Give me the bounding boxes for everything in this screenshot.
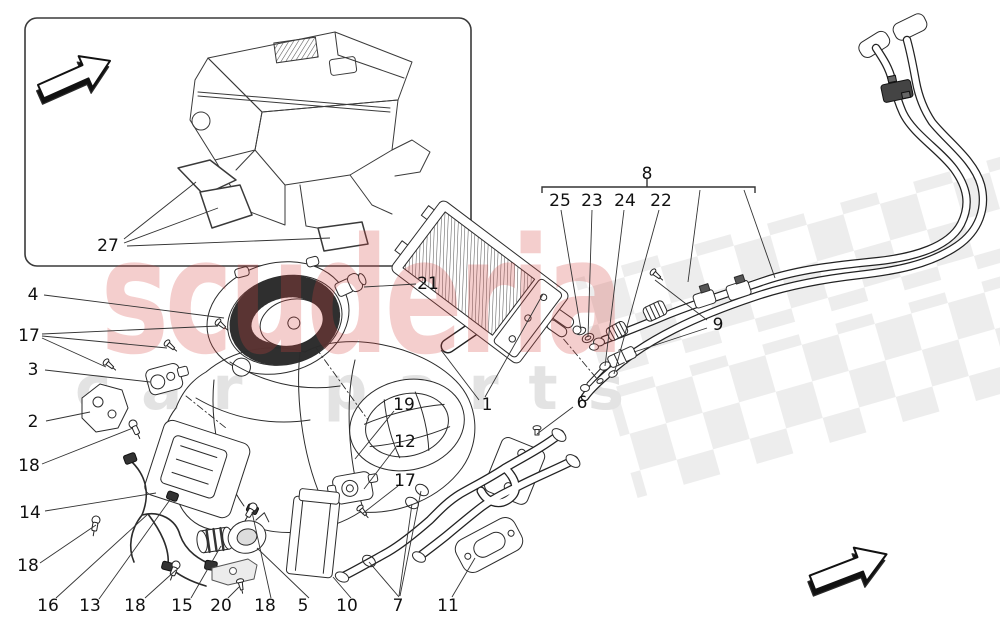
hose-clamp-drawing [362, 483, 429, 568]
leader-line [654, 279, 708, 321]
leader-line [363, 446, 397, 490]
leader-line [251, 511, 272, 599]
vent-cover-drawing [317, 221, 369, 252]
leader-line [361, 485, 399, 515]
leader-line [126, 237, 331, 247]
blower-motor-drawing [206, 255, 350, 377]
vent-ring-drawing [227, 512, 270, 554]
servo-actuator-drawing [145, 362, 189, 396]
servo-actuator-drawing [326, 471, 379, 505]
leader-line [687, 189, 701, 283]
bracket-8 [541, 179, 756, 193]
leader-line [41, 335, 168, 349]
leader-line [399, 490, 422, 597]
leader-line [398, 503, 413, 597]
heater-hoses-drawing [334, 425, 581, 583]
mounting-bracket-drawing [81, 383, 129, 433]
vent-cover-drawing [199, 184, 253, 229]
leader-line [41, 337, 107, 368]
leader-line [44, 492, 157, 512]
inset-border [24, 17, 472, 267]
evaporator-cover-drawing [144, 419, 251, 519]
leader-line [484, 293, 544, 398]
leader-line [368, 561, 400, 598]
insulation-block-drawing [285, 488, 341, 579]
leader-line [41, 325, 219, 335]
blower-resistor-drawing [334, 273, 367, 297]
leader-line [354, 410, 395, 460]
hvac-unit-overview-drawing [177, 31, 431, 252]
watermark-brand-text: scuderia [101, 204, 620, 390]
leader-line [144, 569, 177, 599]
leader-line [451, 557, 476, 598]
leader-line [45, 411, 91, 422]
leader-line [256, 547, 310, 599]
inset-overview-panel [24, 17, 472, 267]
leader-line [536, 406, 574, 435]
pipe-end-fitting-drawing [580, 337, 637, 392]
pipe-clamp-drawing [880, 74, 914, 103]
leader-line [41, 427, 134, 465]
leader-line [55, 513, 149, 599]
line-art [24, 13, 988, 607]
leader-line [440, 349, 480, 401]
leader-line [227, 586, 240, 599]
gasket-plate-drawing [454, 516, 524, 574]
leader-line [332, 576, 352, 599]
leader-line [123, 207, 219, 244]
inset-direction-arrow-icon [29, 44, 120, 115]
leader-line [363, 283, 417, 288]
ac-pipes-drawing [544, 13, 988, 402]
leader-line [743, 189, 776, 279]
leader-lines-layer [39, 179, 776, 600]
leader-line [39, 524, 97, 564]
leader-line [123, 181, 197, 240]
leader-line [587, 209, 593, 338]
heater-core-drawing [391, 200, 569, 364]
leader-line [98, 496, 173, 600]
direction-arrow-icon [801, 536, 896, 607]
pipe-connector-drawing [692, 274, 752, 309]
leader-line [44, 369, 151, 383]
leader-line [633, 327, 708, 353]
pipe-crimp-collar-drawing [605, 300, 668, 341]
support-bracket-drawing [211, 558, 258, 586]
leader-line [43, 294, 225, 319]
leader-line [190, 545, 222, 599]
vent-cover-drawing [177, 159, 237, 196]
leader-line [604, 209, 625, 367]
leader-line [613, 209, 660, 375]
leader-line [560, 209, 582, 331]
